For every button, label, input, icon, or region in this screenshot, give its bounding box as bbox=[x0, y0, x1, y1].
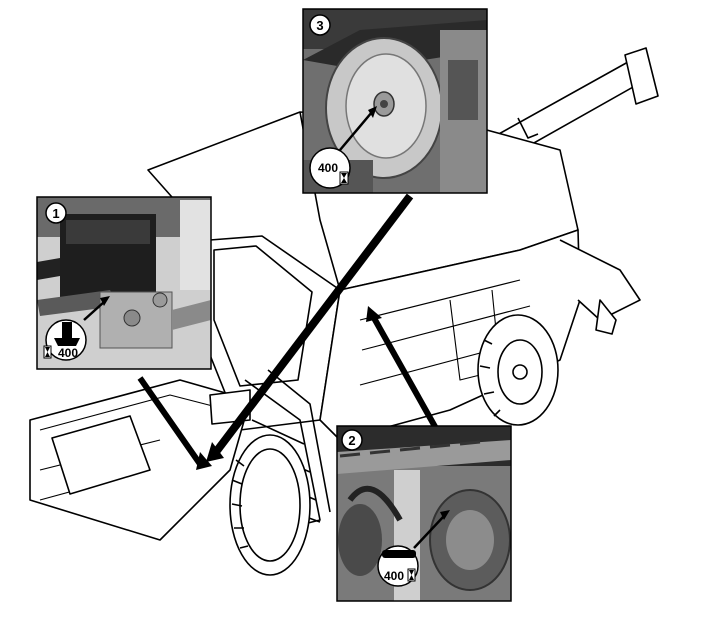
photo-borders bbox=[36, 8, 512, 602]
chain-oil-icon bbox=[382, 550, 416, 558]
callout-badge-3: 3 bbox=[309, 14, 331, 36]
callout-number-3: 3 bbox=[316, 18, 323, 33]
callout-number-1: 1 bbox=[52, 206, 59, 221]
leader-arrow-3 bbox=[206, 193, 414, 462]
callout-badge-2: 2 bbox=[341, 429, 363, 451]
hourglass-icon bbox=[43, 345, 52, 359]
detail-photo-1 bbox=[37, 197, 211, 369]
interval-value-2: 400 bbox=[384, 569, 404, 583]
callout-badge-1: 1 bbox=[45, 202, 67, 224]
service-interval-symbol-2: 400 bbox=[377, 545, 419, 587]
callout-number-2: 2 bbox=[348, 433, 355, 448]
hourglass-icon bbox=[339, 171, 349, 185]
detail-photo-2 bbox=[337, 426, 511, 601]
interval-value-3: 400 bbox=[318, 161, 338, 175]
grease-gun-icon bbox=[54, 322, 80, 346]
leader-arrow-2 bbox=[366, 306, 441, 434]
service-interval-symbol-3: 400 bbox=[309, 147, 351, 189]
service-interval-symbol-1: 400 bbox=[43, 319, 87, 361]
leader-arrow-1 bbox=[137, 376, 212, 470]
hourglass-icon bbox=[407, 568, 416, 582]
interval-value-1: 400 bbox=[58, 346, 78, 360]
detail-photo-3 bbox=[303, 9, 487, 193]
